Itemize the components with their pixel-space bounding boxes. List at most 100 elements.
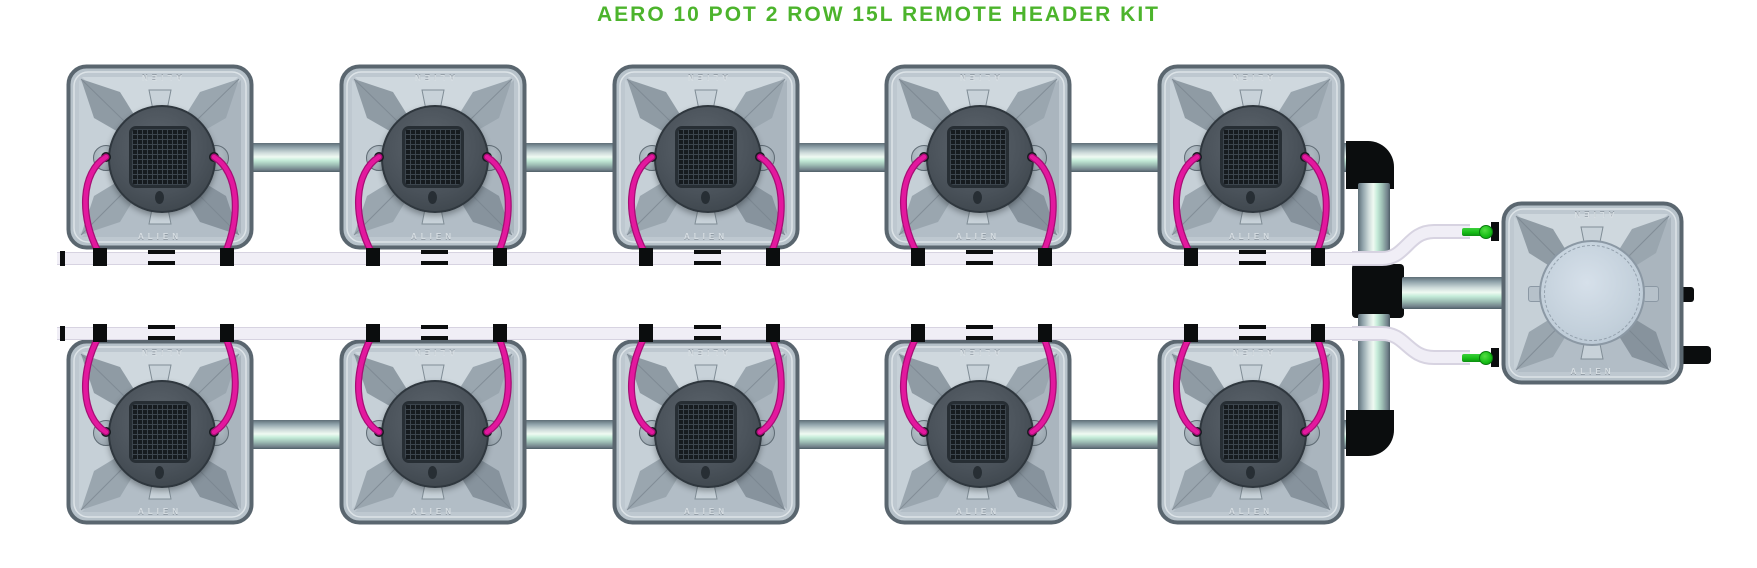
tank-outlet <box>1682 346 1711 364</box>
net-pot-mesh <box>402 401 464 463</box>
pot-2: ALIEN ALIEN <box>339 64 527 266</box>
pot-3: ALIEN ALIEN <box>612 64 800 266</box>
valve-handle <box>1479 351 1493 365</box>
aero-hoses <box>1172 153 1330 257</box>
tube-end-cap <box>60 326 65 341</box>
lid-drain-hole <box>701 466 710 479</box>
net-pot-mesh <box>947 126 1009 188</box>
aero-hoses <box>81 153 239 257</box>
valve-clamp <box>1491 222 1499 241</box>
pot-1: ALIEN ALIEN <box>66 64 254 266</box>
pot-9: ALIEN ALIEN <box>884 324 1072 525</box>
brand-label: ALIEN <box>956 507 1000 516</box>
hose-fitting <box>366 248 380 266</box>
brand-label: ALIEN <box>411 232 455 241</box>
brand-label: ALIEN <box>138 507 182 516</box>
net-pot-mesh <box>675 401 737 463</box>
hose-fitting <box>1038 248 1052 266</box>
pot-8: ALIEN ALIEN <box>612 324 800 525</box>
brand-label: ALIEN <box>411 507 455 516</box>
lid-drain-hole <box>701 191 710 204</box>
tee-fitting <box>1352 264 1404 318</box>
lid-drain-hole <box>973 191 982 204</box>
hose-fitting <box>1311 248 1325 266</box>
hose-fitting <box>639 324 653 342</box>
aero-hoses <box>354 153 512 257</box>
aero-hoses <box>81 332 239 436</box>
brand-label: ALIEN <box>1229 232 1273 241</box>
header-tank: ALIEN ALIEN <box>1501 201 1684 385</box>
net-pot-mesh <box>129 401 191 463</box>
aero-hoses <box>627 332 785 436</box>
valve-stem <box>1462 228 1494 236</box>
pipe-coupler <box>966 250 993 265</box>
valve-handle <box>1479 225 1493 239</box>
hose-fitting <box>1038 324 1052 342</box>
lid-drain-hole <box>155 466 164 479</box>
pipe-coupler <box>148 250 175 265</box>
net-pot-mesh <box>947 401 1009 463</box>
lid-drain-hole <box>428 466 437 479</box>
hose-fitting <box>1311 324 1325 342</box>
pot-10: ALIEN ALIEN <box>1157 324 1345 525</box>
hose-fitting <box>911 324 925 342</box>
elbow-fitting-bottom <box>1346 410 1394 456</box>
aero-hoses <box>899 332 1057 436</box>
tank-lid <box>1539 240 1645 346</box>
aero-hoses <box>899 153 1057 257</box>
pot-4: ALIEN ALIEN <box>884 64 1072 266</box>
net-pot-mesh <box>1220 401 1282 463</box>
inline-valve-bottom <box>1460 347 1500 368</box>
pipe-coupler <box>694 250 721 265</box>
valve-stem <box>1462 354 1494 362</box>
hose-fitting <box>366 324 380 342</box>
hose-fitting <box>220 324 234 342</box>
hose-fitting <box>220 248 234 266</box>
lid-tab-right <box>1643 286 1659 302</box>
net-pot-mesh <box>402 126 464 188</box>
brand-label: ALIEN <box>1570 367 1615 376</box>
valve-clamp <box>1491 348 1499 367</box>
pipe-coupler <box>694 325 721 340</box>
hose-fitting <box>493 248 507 266</box>
elbow-fitting-top <box>1346 141 1394 189</box>
pipe-coupler <box>966 325 993 340</box>
brand-label: ALIEN <box>684 232 728 241</box>
inline-valve-top <box>1460 221 1500 242</box>
brand-label: ALIEN <box>138 232 182 241</box>
hose-fitting <box>1184 324 1198 342</box>
hose-fitting <box>911 248 925 266</box>
pipe-coupler <box>148 325 175 340</box>
aero-hoses <box>1172 332 1330 436</box>
tank-port-small <box>1682 287 1694 302</box>
aero-hoses <box>627 153 785 257</box>
brand-label: ALIEN <box>956 232 1000 241</box>
hose-fitting <box>1184 248 1198 266</box>
hose-fitting <box>639 248 653 266</box>
lid-drain-hole <box>973 466 982 479</box>
pot-6: ALIEN ALIEN <box>66 324 254 525</box>
brand-label: ALIEN <box>1229 507 1273 516</box>
lid-drain-hole <box>155 191 164 204</box>
pipe-coupler <box>1239 250 1266 265</box>
brand-label: ALIEN <box>1570 210 1615 219</box>
net-pot-mesh <box>1220 126 1282 188</box>
hose-fitting <box>766 324 780 342</box>
net-pot-mesh <box>129 126 191 188</box>
hose-fitting <box>93 324 107 342</box>
aero-hoses <box>354 332 512 436</box>
net-pot-mesh <box>675 126 737 188</box>
lid-drain-hole <box>1246 191 1255 204</box>
lid-drain-hole <box>428 191 437 204</box>
feed-tube-curves <box>1352 224 1470 365</box>
page-title: AERO 10 POT 2 ROW 15L REMOTE HEADER KIT <box>596 3 1161 26</box>
tube-end-cap <box>60 251 65 266</box>
header-branch-pipe <box>1402 277 1504 309</box>
hose-fitting <box>493 324 507 342</box>
pot-5: ALIEN ALIEN <box>1157 64 1345 266</box>
pipe-coupler <box>1239 325 1266 340</box>
pipe-coupler <box>421 325 448 340</box>
hose-fitting <box>766 248 780 266</box>
brand-label: ALIEN <box>684 507 728 516</box>
